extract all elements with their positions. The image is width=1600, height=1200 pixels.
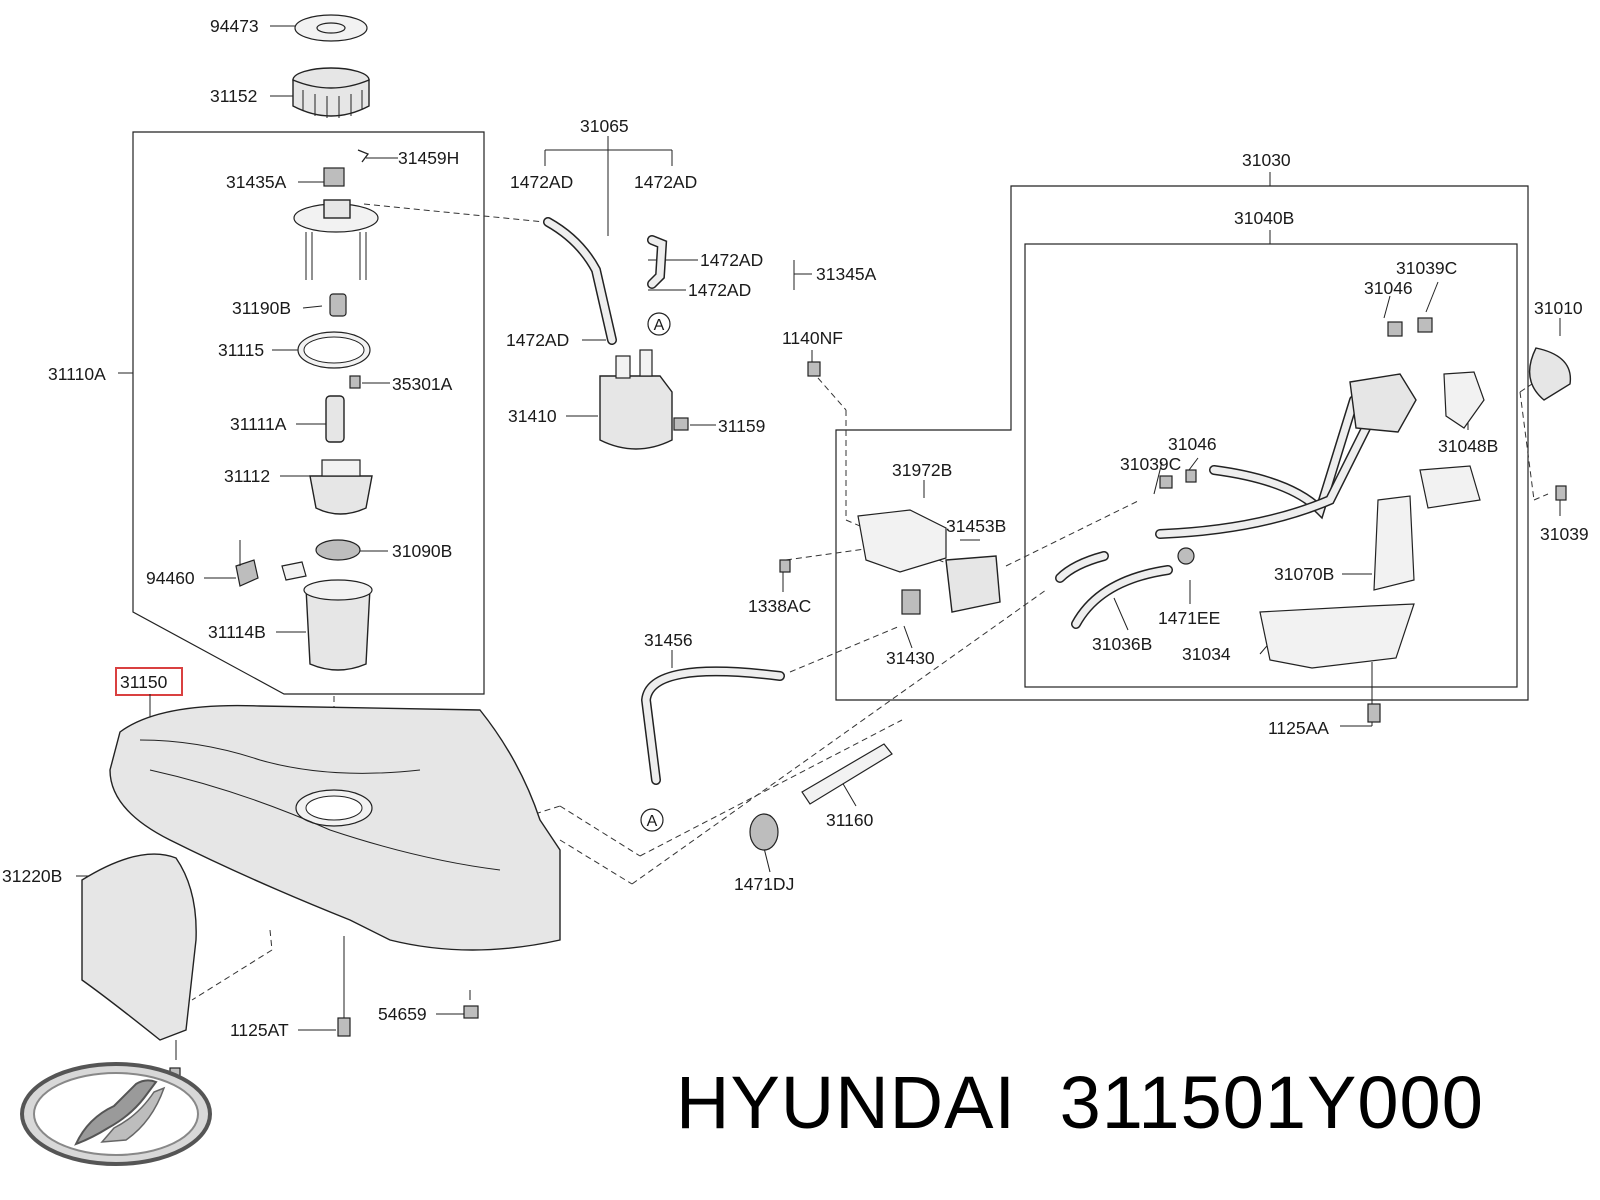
part-label-31039c_b: 31039C bbox=[1120, 454, 1181, 474]
part-label-31220b: 31220B bbox=[2, 866, 62, 886]
fuel-pump-parts bbox=[235, 14, 379, 671]
part-label-31046_b: 31046 bbox=[1168, 434, 1217, 454]
part-label-1140nf: 1140NF bbox=[782, 328, 843, 348]
part-label-1472ad_a: 1472AD bbox=[510, 172, 573, 192]
part-label-31430: 31430 bbox=[886, 648, 935, 668]
part-label-31435a: 31435A bbox=[226, 172, 287, 192]
part-label-31048b: 31048B bbox=[1438, 436, 1498, 456]
part-label-31039: 31039 bbox=[1540, 524, 1589, 544]
part-label-35301a: 35301A bbox=[392, 374, 453, 394]
filler-neck-sub-assembly-frame bbox=[1024, 243, 1518, 688]
part-label-1472ad_c: 1472AD bbox=[700, 250, 763, 270]
part-label-31160: 31160 bbox=[826, 810, 874, 830]
brand-name: HYUNDAI bbox=[676, 1061, 1017, 1144]
part-label-31453b: 31453B bbox=[946, 516, 1006, 536]
part-label-31152: 31152 bbox=[210, 86, 257, 106]
filler-neck-parts bbox=[1055, 317, 1572, 723]
part-label-31036b: 31036B bbox=[1092, 634, 1152, 654]
part-label-1471ee: 1471EE bbox=[1158, 608, 1220, 628]
part-label-31345a: 31345A bbox=[816, 264, 877, 284]
part-label-94473: 94473 bbox=[210, 16, 259, 36]
part-label-31190b: 31190B bbox=[232, 298, 291, 318]
part-label-1472ad_b: 1472AD bbox=[634, 172, 697, 192]
part-labels: 94473 31152 31459H 31435A 31190B 31115 31110A 3… bbox=[2, 16, 1589, 1090]
filler-neck-assembly-frame bbox=[835, 185, 1529, 701]
callout-a-bottom: A bbox=[640, 808, 664, 832]
part-label-31034: 31034 bbox=[1182, 644, 1231, 664]
part-label-1125aa: 1125AA bbox=[1268, 718, 1329, 738]
canister-parts bbox=[543, 217, 821, 450]
part-label-31040b: 31040B bbox=[1234, 208, 1294, 228]
part-label-1472ad_e: 1472AD bbox=[506, 330, 569, 350]
part-label-54659: 54659 bbox=[378, 1004, 427, 1024]
part-label-31410: 31410 bbox=[508, 406, 557, 426]
part-label-1338ac: 1338AC bbox=[748, 596, 811, 616]
part-label-31456: 31456 bbox=[644, 630, 693, 650]
part-label-31065: 31065 bbox=[580, 116, 629, 136]
part-label-31030: 31030 bbox=[1242, 150, 1291, 170]
callout-a-bottom-text: A bbox=[647, 813, 658, 830]
part-label-1472ad_d: 1472AD bbox=[688, 280, 751, 300]
part-label-31111a: 31111A bbox=[230, 414, 287, 434]
hyundai-logo-icon bbox=[20, 1062, 212, 1166]
part-label-31159: 31159 bbox=[718, 416, 765, 436]
part-label-31459h: 31459H bbox=[398, 148, 459, 168]
part-label-1471dj: 1471DJ bbox=[734, 874, 794, 894]
part-label-31046_a: 31046 bbox=[1364, 278, 1413, 298]
part-label-31010: 31010 bbox=[1534, 298, 1583, 318]
brand-caption: HYUNDAI 311501Y000 bbox=[676, 1060, 1484, 1145]
part-label-31115: 31115 bbox=[218, 340, 264, 360]
leader-lines bbox=[76, 25, 1561, 1079]
part-number: 311501Y000 bbox=[1059, 1061, 1484, 1144]
part-label-31070b: 31070B bbox=[1274, 564, 1334, 584]
part-label-31112: 31112 bbox=[224, 466, 270, 486]
part-label-31090b: 31090B bbox=[392, 541, 452, 561]
tank-parts bbox=[81, 704, 893, 1085]
callout-a-top-text: A bbox=[654, 317, 665, 334]
part-label-94460: 94460 bbox=[146, 568, 195, 588]
fuel-pump-assembly-frame bbox=[132, 131, 485, 695]
callout-a-top: A bbox=[647, 312, 671, 336]
part-label-31039c_a: 31039C bbox=[1396, 258, 1457, 278]
part-label-31972b: 31972B bbox=[892, 460, 952, 480]
part-label-31150: 31150 bbox=[120, 672, 168, 692]
highlight-box-31150 bbox=[115, 667, 183, 696]
bracket-valve-parts bbox=[640, 509, 1001, 785]
part-label-31114b: 31114B bbox=[208, 622, 266, 642]
part-label-1125at: 1125AT bbox=[230, 1020, 289, 1040]
part-label-31110a: 31110A bbox=[48, 364, 106, 384]
